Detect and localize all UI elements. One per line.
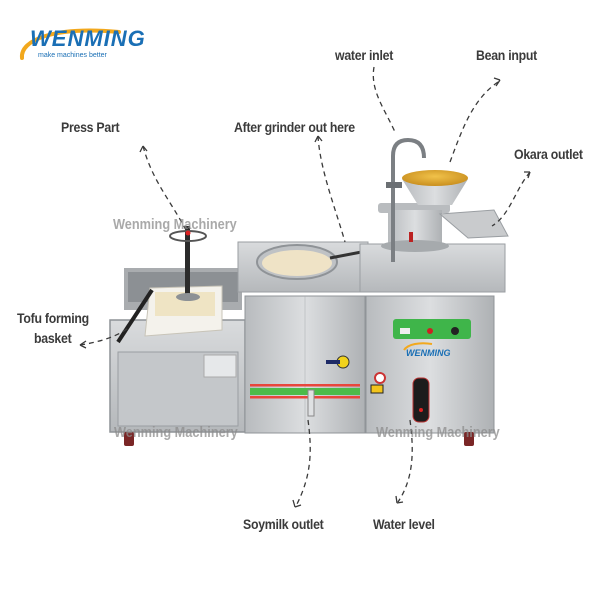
label-tofu-forming-line2: basket (34, 330, 72, 346)
watermark-bottom-left: Wenming Machinery (114, 424, 238, 441)
label-after-grinder: After grinder out here (234, 119, 355, 135)
label-soymilk-outlet: Soymilk outlet (243, 516, 324, 532)
panel-logo: WENMING (406, 348, 451, 358)
callout-bean-input (449, 81, 499, 163)
callout-after-grinder (317, 135, 346, 243)
cooking-unit (237, 241, 373, 434)
callout-tofu-basket (79, 327, 129, 346)
label-okara-outlet: Okara outlet (514, 146, 583, 162)
callout-press-part (142, 145, 187, 231)
callout-water-level (397, 419, 413, 503)
logo-brand-text: WENMING (30, 26, 146, 51)
callout-lines (79, 66, 531, 507)
watermark-bottom-right: Wenming Machinery (376, 424, 500, 441)
logo-tagline: make machines better (38, 52, 107, 59)
logo-swoosh-icon (19, 28, 121, 60)
callout-arrowheads (79, 77, 531, 508)
press-unit (109, 226, 246, 433)
wheels (124, 432, 474, 446)
label-bean-input: Bean input (476, 47, 538, 63)
callout-water-inlet (372, 66, 396, 133)
label-water-inlet: water inlet (335, 47, 394, 63)
label-water-level: Water level (373, 516, 435, 532)
control-unit: WENMING (359, 137, 509, 434)
watermark-top: Wenming Machinery (113, 216, 237, 233)
label-tofu-forming-line1: Tofu forming (17, 310, 89, 326)
label-press-part: Press Part (61, 119, 120, 135)
